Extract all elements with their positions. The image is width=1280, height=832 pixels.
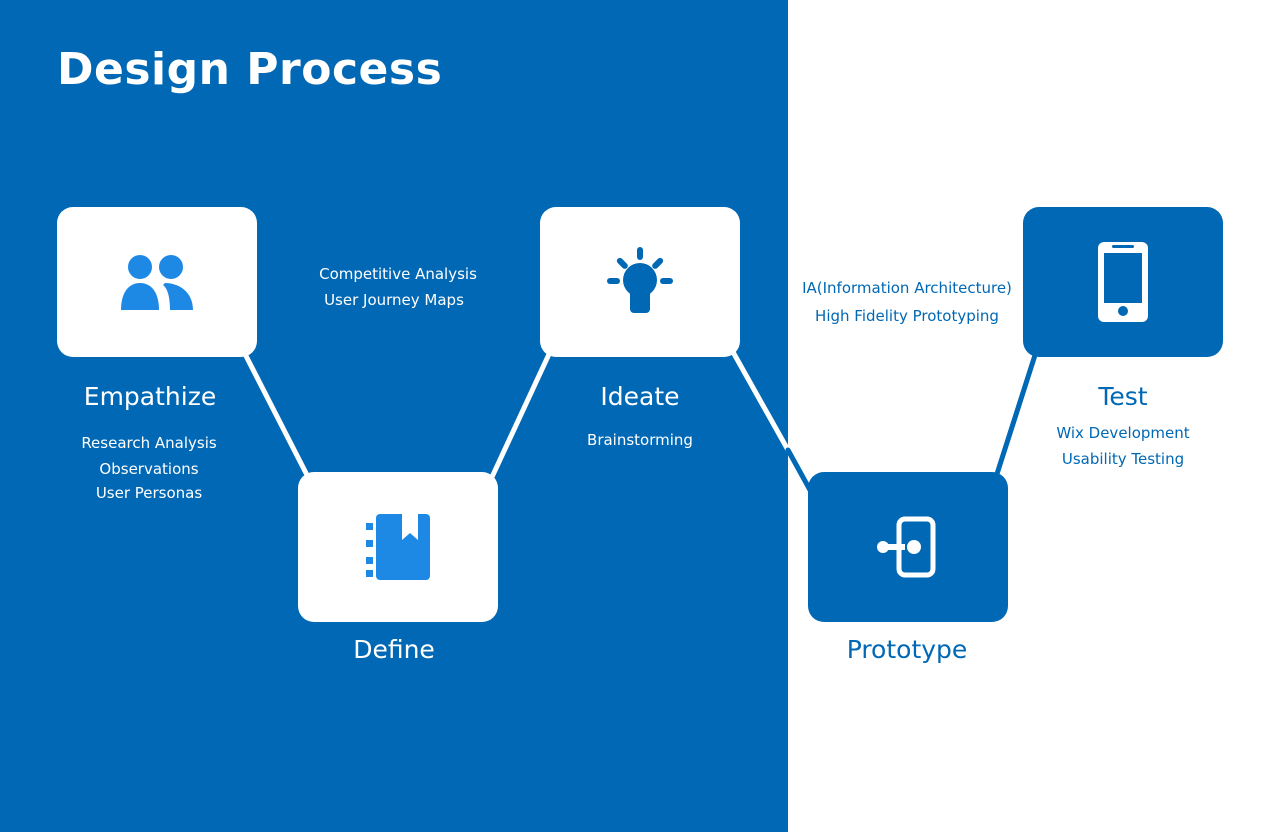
detail-item: High Fidelity Prototyping xyxy=(815,307,999,325)
connector-prototype-test xyxy=(993,349,1039,480)
mobile-phone-icon xyxy=(1098,242,1148,322)
detail-item: Research Analysis xyxy=(81,434,217,452)
detail-item: Usability Testing xyxy=(1061,450,1185,468)
prototype-details: IA(Information Architecture) High Fideli… xyxy=(777,274,1037,330)
ideate-details: Brainstorming xyxy=(510,427,770,453)
detail-item: Wix Development xyxy=(1056,424,1190,442)
detail-item: Observations xyxy=(99,460,199,478)
connector-define-ideate xyxy=(489,349,553,480)
prototype-card xyxy=(808,472,1008,622)
detail-item: User Journey Maps xyxy=(324,291,464,309)
test-card xyxy=(1023,207,1223,357)
define-card xyxy=(298,472,498,622)
notebook-icon xyxy=(366,514,430,580)
detail-item: IA(Information Architecture) xyxy=(802,279,1012,297)
define-details: Competitive Analysis User Journey Maps xyxy=(268,261,528,313)
empathize-details: Research Analysis Observations User Pers… xyxy=(19,430,279,506)
step-label-ideate: Ideate xyxy=(600,382,680,411)
page-title: Design Process xyxy=(57,44,443,95)
detail-item: User Personas xyxy=(95,484,203,502)
step-label-define: Define xyxy=(353,635,435,664)
door-exit-icon xyxy=(877,516,936,578)
step-label-prototype: Prototype xyxy=(846,635,968,664)
step-label-test: Test xyxy=(1098,382,1148,411)
lightbulb-icon xyxy=(607,247,673,313)
people-icon xyxy=(121,255,193,310)
ideate-card xyxy=(540,207,740,357)
detail-item: Competitive Analysis xyxy=(319,265,477,283)
empathize-card xyxy=(57,207,257,357)
step-label-empathize: Empathize xyxy=(83,382,217,411)
test-details: Wix Development Usability Testing xyxy=(993,420,1253,472)
connector-ideate-prototype-blue xyxy=(785,447,813,493)
connector-empathize-define xyxy=(241,349,311,480)
detail-item: Brainstorming xyxy=(587,431,693,449)
connector-ideate-prototype-white xyxy=(730,350,791,452)
blue-background-panel xyxy=(0,0,788,832)
